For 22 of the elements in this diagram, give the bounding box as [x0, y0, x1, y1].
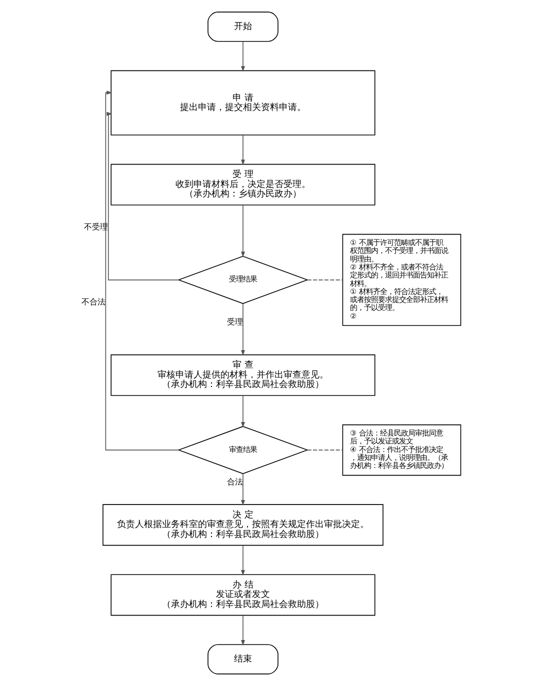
node-box: ③ 合法：经县民政局审批同意后，予以发证或发文 ④ 不合法：作出不予批准决定，通知申请人，说明理由。（承办机构：利辛县各乡镇民政办） [342, 424, 462, 476]
node-diamond: 受理结果 [178, 256, 308, 304]
node-box: 申 请 提出申请，提交相关资料申请。 [110, 70, 376, 136]
arrow [240, 41, 245, 72]
arrow [240, 615, 245, 646]
node-box: 办 结 发证或者发文 （承办机构：利辛县民政局社会救助股） [110, 574, 376, 616]
node-box: 决 定 负责人根据业务科室的审查意见，按照有关规定作出审批决定。 （承办机构：利辛县民政局社会救助股） [102, 504, 384, 546]
arrow [240, 204, 245, 258]
node-box: ① 不属于许可范畴或不属于职权范围内，不予受理，并书面说明理由。 ② 材料不齐全，或者不符合法定形式的，退回并书面告知补正材料。 ① 材料齐全，符合法定形式，或者按照要求提交全部补正材料的，予以受理。 ② [342, 234, 462, 326]
arrow [106, 112, 180, 280]
arrow [240, 134, 245, 166]
arrow [240, 395, 245, 428]
node-box: 开始 [208, 12, 278, 42]
arrow [105, 90, 180, 450]
arrow [240, 473, 245, 506]
node-box: 审 查 审核申请人提供的材料，并作出审查意见。 （承办机构：利辛县民政局社会救助股） [110, 354, 376, 396]
arrow [240, 545, 245, 576]
node-box: 受 理 收到申请材料后，决定是否受理。 （承办机构：乡镇办民政办） [110, 164, 376, 206]
node-box: 结束 [208, 644, 278, 674]
edge-label: 不合法 [81, 296, 106, 307]
arrow [240, 303, 245, 356]
node-diamond: 审查结果 [178, 426, 308, 474]
